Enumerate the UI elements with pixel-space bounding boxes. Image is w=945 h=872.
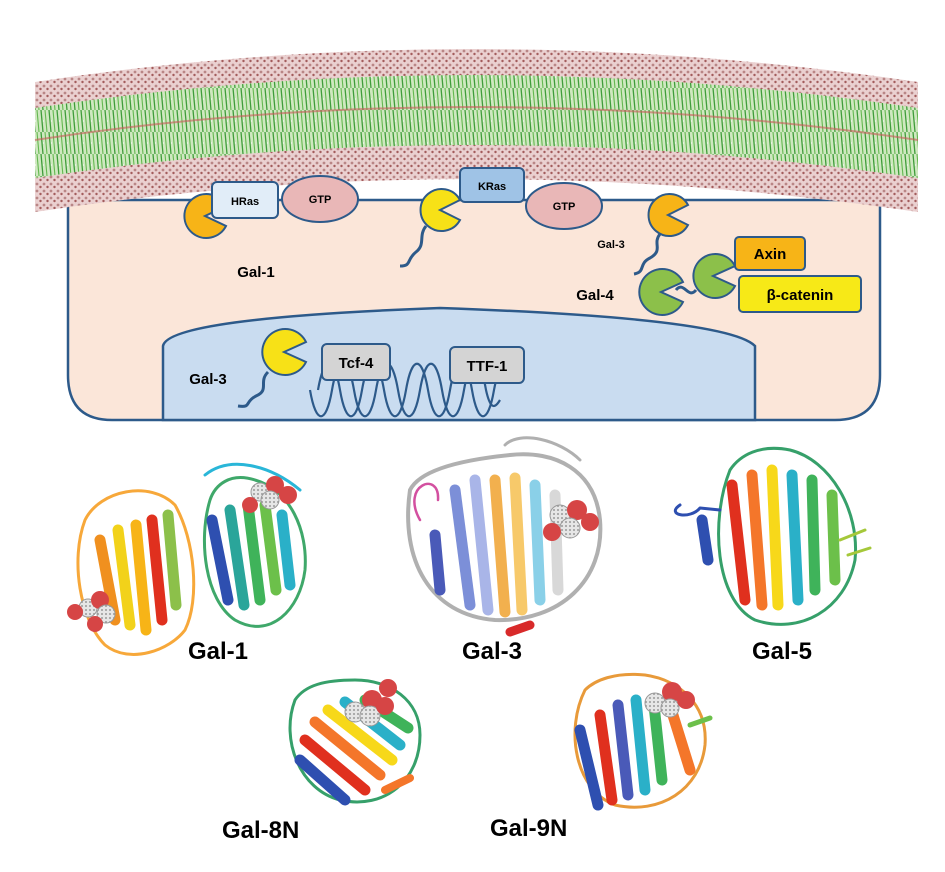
- gal8n-ligand: [344, 679, 397, 727]
- gal3-nuclear-label: Gal-3: [189, 371, 227, 388]
- ttf1-box: [449, 346, 525, 384]
- cell-panel: HRas GTP Gal-1 KRas GTP Gal-3 Gal-4 Axin: [34, 49, 919, 422]
- kras-box: [459, 167, 525, 203]
- tcf4-box: [321, 343, 391, 381]
- gal1-ligand-1: [242, 476, 297, 513]
- kras-anchor-tail: [399, 225, 428, 268]
- gal4-label: Gal-4: [576, 287, 614, 304]
- gtp-2-label: GTP: [553, 201, 576, 213]
- ttf1-label: TTF-1: [467, 358, 508, 375]
- gal3-nuclear-tail: [237, 370, 270, 408]
- beta-catenin-label: β-catenin: [767, 287, 834, 304]
- gal9n-structure-label: Gal-9N: [490, 815, 567, 842]
- gal3-structure-label: Gal-3: [462, 638, 522, 665]
- gal4-linker: [674, 285, 698, 295]
- gal9n-structure: [573, 672, 713, 811]
- gtp-2-oval: [525, 182, 603, 230]
- gal9n-ligand: [644, 682, 695, 718]
- gal1-hras-complex: HRas GTP Gal-1: [183, 175, 359, 281]
- gal5-structure-label: Gal-5: [752, 638, 812, 665]
- gal3-nuclear-pacman-shape: [261, 328, 308, 376]
- gal1-ligand-2: [67, 591, 116, 632]
- gal8n-structure-label: Gal-8N: [222, 817, 299, 844]
- beta-catenin-box: [738, 275, 862, 313]
- axin-box: [734, 236, 806, 271]
- gal3-cyto-pacman-shape: [647, 193, 690, 237]
- gal4-pacman-left-shape: [638, 268, 685, 316]
- gal3-pacman-shape: [419, 188, 462, 232]
- gtp-1-label: GTP: [309, 194, 332, 206]
- gal4-pacman-right-shape: [692, 253, 737, 299]
- kras-label: KRas: [478, 181, 506, 193]
- tcf4-label: Tcf-4: [339, 355, 374, 372]
- gal3-ligand: [543, 500, 599, 541]
- gal3-gal4-complex: Gal-3 Gal-4 Axin β-catenin: [576, 193, 862, 316]
- gtp-1-oval: [281, 175, 359, 223]
- gal8n-structure: [288, 678, 422, 806]
- gal1-cyto-label: Gal-1: [237, 264, 275, 281]
- hras-label: HRas: [231, 196, 259, 208]
- gal1-structure: [76, 462, 307, 656]
- gal5-structure: [673, 446, 872, 626]
- gal1-structure-label: Gal-1: [188, 638, 248, 665]
- nucleus: Gal-3 Tcf-4 TTF-1: [161, 306, 757, 422]
- kras-complex: KRas GTP: [399, 167, 603, 268]
- gal3-cyto-label: Gal-3: [597, 239, 625, 251]
- gal3-structure: [406, 436, 603, 637]
- axin-label: Axin: [754, 246, 787, 263]
- hras-box: [211, 181, 279, 219]
- gal3-cyto-tail: [633, 233, 662, 276]
